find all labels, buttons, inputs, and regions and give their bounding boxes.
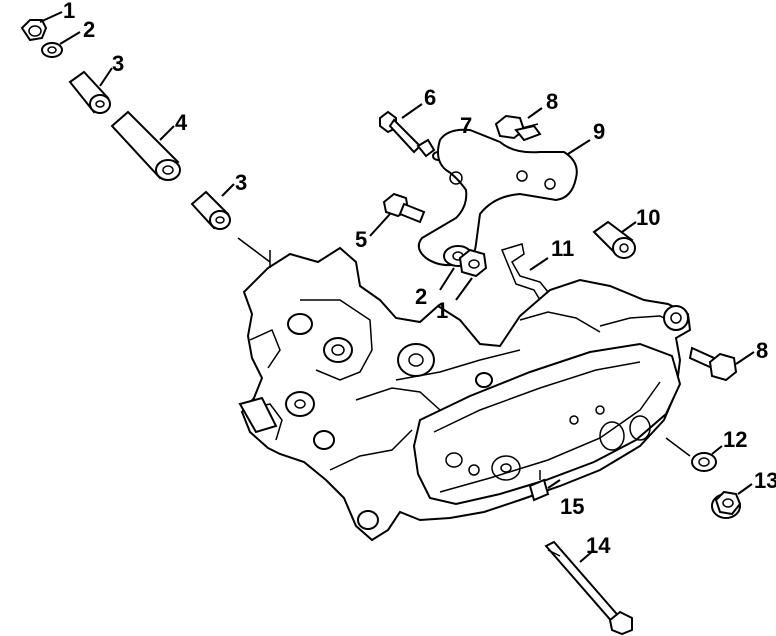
callout-11: 11	[551, 236, 574, 261]
part-13-flange-nut	[711, 483, 753, 519]
callout-2-top: 2	[83, 17, 95, 42]
part-6-bolt	[379, 103, 423, 154]
part-3-spacer-lower	[190, 183, 271, 263]
callout-9: 9	[593, 119, 605, 144]
part-1-nut-bracket	[455, 248, 488, 301]
part-2-washer-top	[41, 31, 81, 58]
callout-6: 6	[424, 85, 436, 110]
part-4-sleeve	[110, 110, 181, 181]
callout-1-top: 1	[63, 0, 75, 23]
part-15-collar	[528, 470, 561, 502]
engine-crankcase-assembly	[238, 246, 692, 542]
callout-14: 14	[586, 533, 611, 558]
callout-5: 5	[355, 227, 367, 252]
callout-13: 13	[754, 468, 776, 493]
callout-7: 7	[460, 113, 472, 138]
part-5-bolt	[369, 192, 426, 237]
callout-2-bracket: 2	[415, 284, 427, 309]
part-10-spacer	[592, 220, 637, 259]
callout-4: 4	[175, 110, 188, 135]
callout-8-right: 8	[756, 338, 768, 363]
part-12-washer	[665, 437, 723, 472]
callout-8-upper: 8	[546, 89, 558, 114]
callout-3-upper: 3	[112, 51, 124, 76]
callout-15: 15	[560, 494, 584, 519]
part-8-flange-bolt-upper	[494, 107, 543, 142]
part-14-through-bolt	[544, 540, 633, 636]
part-1-nut-top	[20, 11, 63, 42]
part-3-spacer-upper	[68, 67, 113, 114]
callout-12: 12	[723, 427, 747, 452]
callout-1-bracket: 1	[436, 298, 448, 323]
callout-10: 10	[636, 205, 660, 230]
callout-3-lower: 3	[235, 170, 247, 195]
part-8-flange-bolt-right	[688, 346, 755, 382]
part-11-clip	[500, 243, 550, 302]
